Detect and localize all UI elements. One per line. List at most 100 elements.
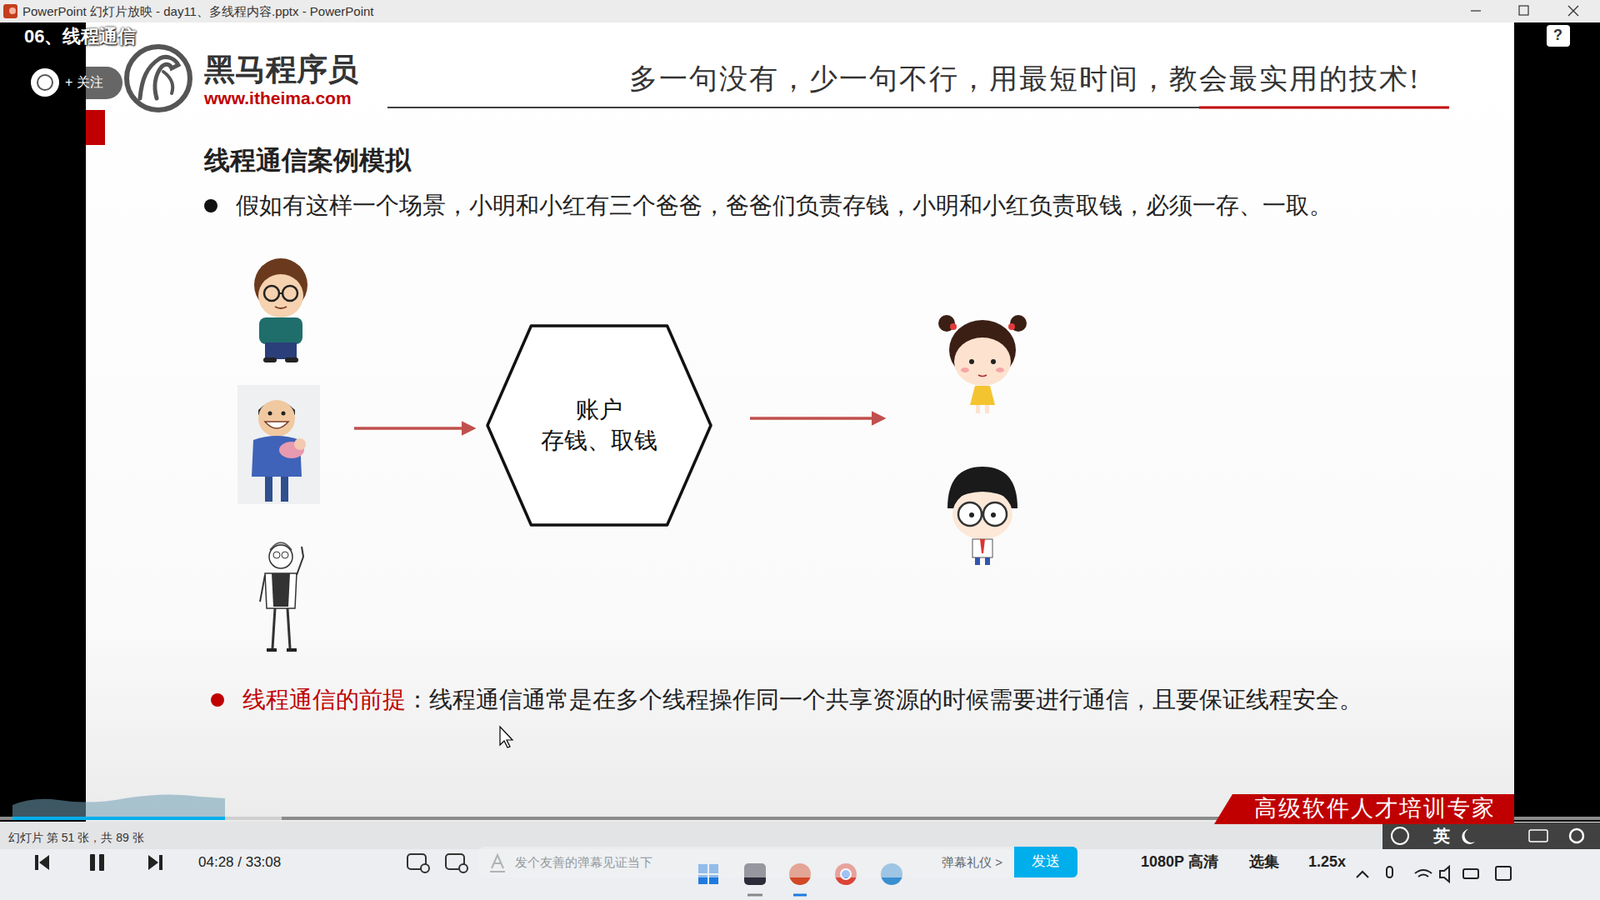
ime-panel: [1382, 822, 1600, 850]
player-buttons: [35, 855, 39, 870]
help-icon: ?: [1553, 26, 1563, 45]
father-figure: [265, 476, 273, 502]
taskbar-icons: [747, 894, 763, 897]
danmaku-toggles: [459, 864, 468, 873]
girl-figure: [960, 367, 970, 373]
boy-figure: [969, 512, 975, 518]
brand-name: 黑马程序员: [204, 51, 359, 89]
father-figure: [258, 400, 295, 437]
girl-figure: [969, 359, 975, 365]
system-tray: [1463, 869, 1479, 879]
danmaku-toggles: [420, 864, 430, 873]
father-figure: [259, 317, 303, 345]
boy-figure: [980, 539, 985, 554]
red-marker: [85, 110, 105, 145]
taskbar-icons: [793, 894, 807, 897]
premise-text: ：线程通信通常是在多个线程操作同一个共享资源的时候需要进行通信，且要保证线程安全…: [405, 685, 1363, 715]
ime-panel: [1570, 829, 1584, 843]
logo-horse: [163, 71, 173, 94]
girl-figure: [990, 359, 996, 365]
boy-figure: [952, 489, 1013, 540]
window-titlebar: [3, 4, 18, 19]
flow-arrow: [750, 416, 884, 420]
follow-pill: [37, 75, 53, 90]
system-tray: [1356, 866, 1511, 882]
system-tray: [1415, 870, 1432, 877]
slogan-banner-fill: [1214, 794, 1515, 825]
help-icon-box: [1546, 25, 1570, 47]
follow-button: + 关注: [65, 74, 104, 90]
follow-pill: [30, 68, 60, 97]
player-buttons: [148, 855, 159, 870]
video-title: 06、线程通信: [24, 25, 136, 48]
window-titlebar: [1568, 5, 1579, 16]
father-figure: [280, 476, 289, 502]
player-buttons: [35, 854, 163, 871]
father-figure: [275, 306, 287, 309]
player-buttons: [99, 854, 105, 871]
account-hexagon-outline: [485, 324, 713, 527]
danmaku-input: 发个友善的弹幕见证当下弹幕礼仪 >: [479, 846, 1015, 878]
brand-url: www.itheima.com: [204, 87, 352, 109]
scenario-text: 假如有这样一个场景，小明和小红有三个爸爸，爸爸们负责存钱，小明和小红负责取钱，必…: [235, 191, 1333, 220]
father-figure: [282, 285, 298, 301]
player-buttons: [90, 854, 95, 871]
father-figure: [281, 551, 289, 559]
father-figure: [265, 342, 297, 360]
father-figure: [264, 285, 280, 301]
bullet-dot: [210, 693, 225, 707]
ime-panel: [1529, 830, 1548, 842]
slogan-banner: 高级软件人才培训专家: [1214, 794, 1515, 825]
father-figure: [254, 258, 308, 363]
father-figure: [271, 573, 290, 607]
header-rule: [387, 107, 1450, 109]
window-titlebar: [1519, 5, 1529, 15]
ime-panel: [1461, 829, 1475, 845]
father-figure: [294, 438, 306, 450]
boy-figure: [975, 557, 980, 565]
system-tray: [1440, 866, 1450, 882]
slide-ground: [85, 22, 1515, 825]
father-figure: [272, 608, 290, 649]
account-hexagon-outline: [487, 325, 711, 525]
quality-button: 1080P 高清: [1140, 853, 1219, 872]
father-figure: [237, 385, 320, 505]
window-titlebar: [0, 0, 1600, 23]
father-figure: [266, 648, 297, 652]
header-rule: [387, 106, 1450, 109]
father-figure: [237, 385, 320, 505]
window-titlebar: [1568, 5, 1579, 16]
father-figure: [265, 573, 297, 609]
boy-figure: [958, 502, 982, 526]
ime-panel: [1382, 822, 1600, 850]
heat-wave: [12, 794, 225, 820]
logo-horse: [140, 56, 179, 99]
player-buttons: [159, 855, 163, 870]
window-title: PowerPoint 幻灯片放映 - day11、多线程内容.pptx - Po…: [22, 4, 375, 20]
father-figure: [296, 546, 304, 575]
girl-figure: [954, 337, 1011, 386]
father-figure: [279, 292, 283, 295]
father-figure: [285, 357, 299, 363]
send-button-text: 发送: [1031, 852, 1060, 871]
slogan: 多一句没有，少一句不行，用最短时间，教会最实用的技术!: [629, 62, 1420, 97]
girl-figure: [978, 375, 987, 377]
header-rule: [1199, 106, 1450, 110]
window-titlebar: [0, 0, 1600, 23]
girl-figure: [950, 323, 957, 330]
father-figure: [281, 411, 286, 416]
boy-figure: [947, 466, 1018, 565]
mouse-cursor: [500, 726, 513, 748]
follow-pill: [28, 66, 123, 100]
flow-arrow: [354, 426, 474, 430]
girl-figure: [985, 405, 990, 414]
danmaku-input-text: 发个友善的弹幕见证当下: [515, 854, 653, 871]
slide-title: 线程通信案例模拟: [204, 145, 411, 176]
girl-figure: [995, 367, 1005, 373]
ime-panel: [1391, 827, 1409, 845]
account-hexagon: 账户存钱、取钱: [485, 324, 713, 527]
